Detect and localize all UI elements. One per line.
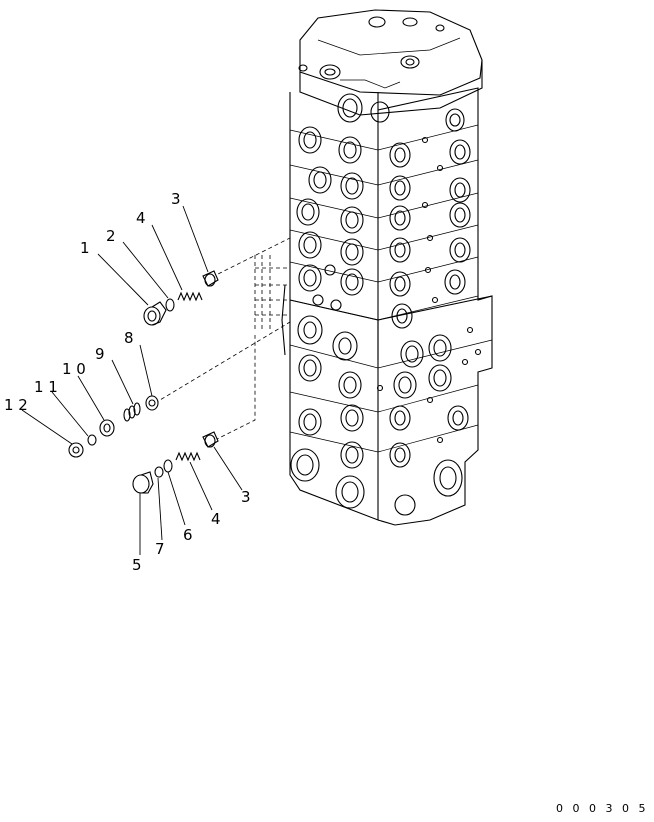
callout-3-lower: 3 <box>241 488 251 506</box>
o-ring-part-6 <box>163 459 173 473</box>
poppet-part-8 <box>145 395 159 411</box>
spring-part-9 <box>123 402 141 422</box>
control-valve-block <box>281 9 493 526</box>
callout-3-upper: 3 <box>171 190 181 208</box>
middle-parts-stack <box>68 395 159 458</box>
lower-parts-stack <box>132 431 219 494</box>
spring-part-4-upper <box>177 291 203 302</box>
leader-lines <box>21 205 243 555</box>
spool-part-3-lower <box>202 431 219 448</box>
callout-12: 1 2 <box>4 396 28 414</box>
callout-11: 1 1 <box>34 378 58 396</box>
o-ring-part-7 <box>154 466 164 478</box>
o-ring-part-2 <box>165 298 175 312</box>
drawing-number: 0 0 0 3 0 5 8 2 <box>556 802 654 815</box>
valve-sections <box>289 87 493 526</box>
callout-2: 2 <box>106 227 116 245</box>
callout-1: 1 <box>80 239 90 257</box>
callout-6: 6 <box>183 526 193 544</box>
plug-part-5 <box>132 471 154 494</box>
callout-9: 9 <box>95 345 105 363</box>
spool-part-3-upper <box>202 270 219 287</box>
callout-labels: 1 2 4 3 8 9 1 0 1 1 1 2 3 4 6 7 5 <box>4 190 251 574</box>
callout-7: 7 <box>155 540 165 558</box>
plug-part-12 <box>68 442 84 458</box>
upper-parts-stack <box>143 270 219 326</box>
callout-5: 5 <box>132 556 142 574</box>
plug-part-1 <box>143 301 167 326</box>
callout-8: 8 <box>124 329 134 347</box>
o-ring-part-11 <box>87 434 97 446</box>
callout-10: 1 0 <box>62 360 86 378</box>
spring-part-4-lower <box>175 451 201 462</box>
callout-4-upper: 4 <box>136 209 146 227</box>
plug-part-10 <box>99 419 115 437</box>
callout-4-lower: 4 <box>211 510 221 528</box>
assembly-guide-lines <box>154 237 291 441</box>
